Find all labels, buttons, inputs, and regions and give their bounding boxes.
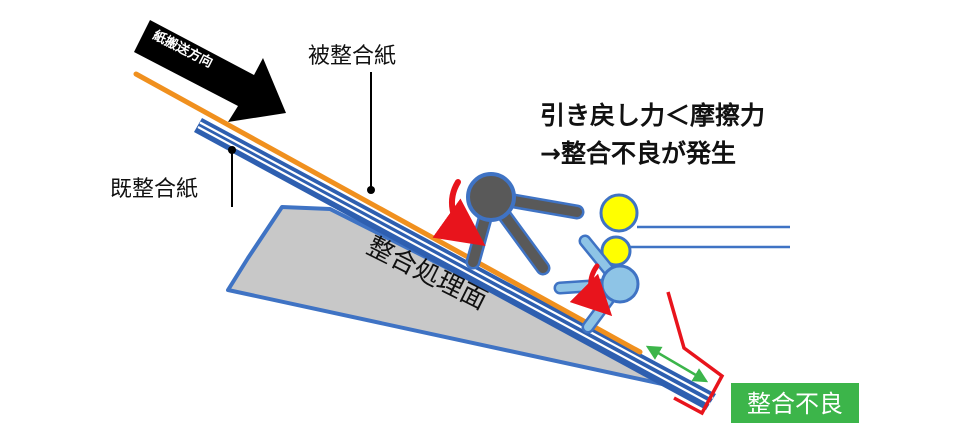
target-sheet-leader-dot	[367, 186, 375, 194]
misalignment-badge	[731, 383, 859, 423]
aligned-sheet-label: 既整合紙	[110, 177, 198, 202]
target-sheet	[133, 71, 643, 355]
dark-roller	[465, 172, 585, 276]
lower-yellow-ball	[600, 235, 790, 267]
target-sheet-label: 被整合紙	[308, 44, 396, 69]
misalignment-gap-arrow	[645, 345, 709, 383]
dark-roller-rotation-arrow	[432, 179, 486, 246]
aligned-sheet-stack	[194, 118, 716, 410]
explanation-line2: →整合不良が発生	[540, 139, 736, 168]
feed-direction-arrow: 紙搬送方向	[134, 20, 286, 122]
explanation-line1: 引き戻し力＜摩擦力	[540, 101, 765, 130]
upper-yellow-ball	[599, 193, 790, 233]
alignment-surface	[226, 205, 692, 392]
end-stopper	[666, 291, 725, 416]
misalignment-badge-label: 整合不良	[747, 390, 843, 418]
light-roller-rotation-arrow	[569, 263, 613, 317]
aligned-sheet-leader-dot	[228, 146, 236, 154]
